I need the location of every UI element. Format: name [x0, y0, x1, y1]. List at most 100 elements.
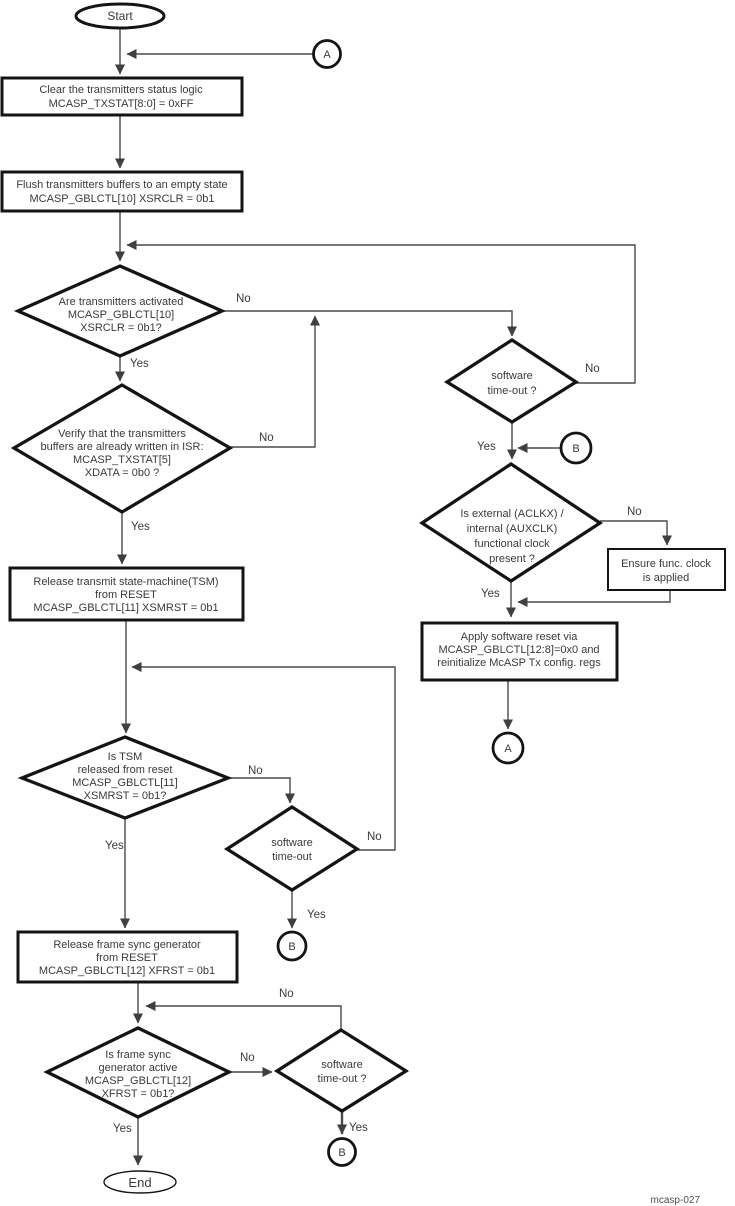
decision-sw-timeout-mid: software time-out — [223, 805, 361, 892]
process-apply-reset-line2: MCASP_GBLCTL[12:8]=0x0 and — [438, 644, 599, 656]
label-yes-sw-timeout-bottom: Yes — [349, 1122, 368, 1134]
figure-label: mcasp-027 — [651, 1195, 701, 1206]
offpage-ref-b-bottom — [327, 1137, 357, 1167]
decision-tsm-released-line1: Is TSM — [108, 751, 143, 763]
decision-sw-timeout-right: software time-out ? — [443, 338, 580, 424]
label-no-transmitters-activated: No — [236, 293, 251, 305]
start-terminator — [74, 2, 166, 30]
decision-verify-buffers-line4: XDATA = 0b0 ? — [85, 467, 160, 479]
decision-frame-sync-active-diamond — [43, 1026, 233, 1119]
process-ensure-clock: Ensure func. clock is applied — [607, 548, 726, 591]
process-apply-reset-line3: reinitialize McASP Tx config. regs — [437, 657, 601, 669]
process-release-tsm-line1: Release transmit state-machine(TSM) — [33, 576, 218, 588]
decision-sw-timeout-right-line2: time-out ? — [488, 385, 537, 397]
process-ensure-clock-line1: Ensure func. clock — [621, 558, 711, 570]
offpage-ref-b-mid — [276, 930, 308, 962]
offpage-ref-a-top-label: A — [323, 49, 331, 61]
end-terminator — [103, 1170, 177, 1194]
decision-ext-clock-present-line1: Is external (ACLKX) / — [460, 508, 564, 520]
decision-ext-clock-present-line4: present ? — [489, 553, 535, 565]
process-flush-buffers: Flush transmitters buffers to an empty s… — [0, 170, 244, 213]
decision-transmitters-activated-line2: MCASP_GBLCTL[10] — [68, 309, 174, 321]
process-release-tsm: Release transmit state-machine(TSM) from… — [8, 566, 245, 622]
label-yes-tsm-released: Yes — [105, 840, 124, 852]
decision-sw-timeout-mid-line1: software — [271, 837, 313, 849]
decision-ext-clock-present: Is external (ACLKX) / internal (AUXCLK) … — [418, 462, 604, 583]
label-yes-ext-clock: Yes — [481, 588, 500, 600]
label-no-verify-buffers: No — [259, 432, 274, 444]
process-flush-buffers-line1: Flush transmitters buffers to an empty s… — [16, 179, 227, 191]
decision-ext-clock-present-diamond — [418, 462, 604, 583]
decision-transmitters-activated-line3: XSRCLR = 0b1? — [80, 322, 162, 334]
decision-frame-sync-active-line2: generator active — [99, 1062, 178, 1074]
offpage-ref-a-top — [312, 39, 342, 69]
process-apply-reset: Apply software reset via MCASP_GBLCTL[12… — [420, 621, 619, 682]
decision-sw-timeout-mid-diamond — [223, 805, 361, 892]
decision-verify-buffers-line2: buffers are already written in ISR: — [40, 441, 203, 453]
process-release-frame-sync-line1: Release frame sync generator — [53, 939, 201, 951]
label-yes-verify-buffers: Yes — [131, 521, 150, 533]
decision-ext-clock-present-line3: functional clock — [474, 538, 550, 550]
connector-swtimeout-right-no-loop — [126, 240, 636, 384]
process-release-tsm-line2: from RESET — [95, 589, 157, 601]
connectors — [115, 28, 672, 1166]
process-ensure-clock-box — [607, 548, 726, 591]
process-ensure-clock-line2: is applied — [643, 572, 689, 584]
offpage-ref-b-right — [559, 431, 593, 465]
label-no-sw-timeout-right: No — [585, 363, 600, 375]
label-yes-transmitters-activated: Yes — [130, 358, 149, 370]
connector-swtimeout-bottom-no-loop — [145, 1001, 342, 1030]
decision-sw-timeout-right-line1: software — [491, 370, 533, 382]
connector-tsm-released-no-to-swtimeout — [228, 777, 295, 804]
decision-transmitters-activated: Are transmitters activated MCASP_GBLCTL[… — [13, 264, 227, 358]
decision-frame-sync-active-line3: MCASP_GBLCTL[12] — [85, 1075, 191, 1087]
decision-tsm-released-line4: XSMRST = 0b1? — [84, 790, 167, 802]
connector-swtimeout-mid-no-loop — [131, 662, 396, 851]
decision-tsm-released-line3: MCASP_GBLCTL[11] — [72, 777, 178, 789]
process-release-frame-sync-line3: MCASP_GBLCTL[12] XFRST = 0b1 — [39, 965, 215, 977]
process-apply-reset-line1: Apply software reset via — [461, 631, 579, 643]
decision-frame-sync-active-line4: XFRST = 0b1? — [102, 1088, 175, 1100]
process-release-tsm-line3: MCASP_GBLCTL[11] XSMRST = 0b1 — [33, 602, 218, 614]
offpage-ref-b-mid-label: B — [288, 941, 295, 953]
label-no-ext-clock: No — [627, 506, 642, 518]
process-release-frame-sync-box — [16, 930, 239, 984]
label-yes-frame-sync-active: Yes — [113, 1123, 132, 1135]
label-no-tsm-released: No — [248, 765, 263, 777]
decision-sw-timeout-right-diamond — [443, 338, 580, 424]
decision-frame-sync-active: Is frame sync generator active MCASP_GBL… — [43, 1026, 233, 1119]
label-no-frame-sync-active: No — [240, 1052, 255, 1064]
decision-transmitters-activated-diamond — [13, 264, 227, 358]
connector-verify-no-join — [230, 315, 320, 448]
decision-verify-buffers-line3: MCASP_TXSTAT[5] — [73, 454, 171, 466]
decision-sw-timeout-mid-line2: time-out — [272, 851, 312, 863]
decision-frame-sync-active-line1: Is frame sync — [105, 1049, 171, 1061]
offpage-ref-a-bottom-label: A — [504, 743, 512, 755]
decision-transmitters-activated-line1: Are transmitters activated — [59, 296, 184, 308]
process-release-frame-sync-line2: from RESET — [96, 952, 158, 964]
process-flush-buffers-line2: MCASP_GBLCTL[10] XSRCLR = 0b1 — [30, 193, 215, 205]
end-label: End — [128, 1175, 151, 1190]
process-clear-status: Clear the transmitters status logic MCAS… — [0, 76, 244, 117]
decision-ext-clock-present-line2: internal (AUXCLK) — [467, 523, 557, 535]
start-label: Start — [107, 9, 133, 23]
process-clear-status-line1: Clear the transmitters status logic — [39, 84, 203, 96]
decision-tsm-released: Is TSM released from reset MCASP_GBLCTL[… — [17, 735, 233, 820]
offpage-ref-b-bottom-label: B — [338, 1147, 345, 1159]
label-no-sw-timeout-bottom: No — [279, 988, 294, 1000]
process-release-tsm-box — [8, 566, 245, 622]
decision-sw-timeout-bottom: software time-out ? — [273, 1028, 410, 1113]
decision-sw-timeout-bottom-line1: software — [321, 1059, 363, 1071]
process-release-frame-sync: Release frame sync generator from RESET … — [16, 930, 239, 984]
decision-sw-timeout-bottom-line2: time-out ? — [318, 1073, 367, 1085]
decision-tsm-released-line2: released from reset — [78, 764, 173, 776]
label-no-sw-timeout-mid: No — [367, 831, 382, 843]
decision-verify-buffers-line1: Verify that the transmitters — [58, 428, 186, 440]
decision-verify-buffers: Verify that the transmitters buffers are… — [10, 383, 234, 514]
process-clear-status-line2: MCASP_TXSTAT[8:0] = 0xFF — [49, 98, 194, 110]
decision-tsm-released-diamond — [17, 735, 233, 820]
process-apply-reset-box — [420, 621, 619, 682]
process-flush-buffers-box — [0, 170, 244, 213]
offpage-ref-a-bottom — [491, 731, 525, 765]
